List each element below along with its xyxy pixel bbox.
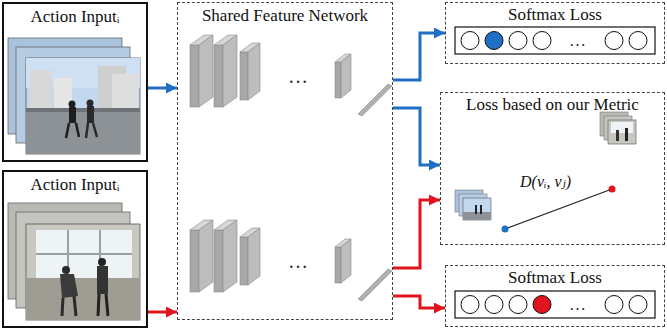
softmax-units-top-part: [509, 32, 527, 50]
metric-embedding: [455, 112, 636, 233]
softmax-units-bottom-part: [533, 296, 551, 314]
conv-layers-top-part: [341, 54, 351, 98]
video-frames-indoor-part: [98, 258, 106, 266]
video-frames-indoor-part: [60, 274, 78, 298]
video-frames-outdoor-part: [87, 100, 94, 107]
loss-box: Softmax Loss: [445, 2, 665, 64]
distance-label: D(vᵢ, vⱼ): [517, 173, 574, 191]
box-title: Shared Feature Network: [202, 3, 368, 26]
video-frames-outdoor: [8, 38, 140, 154]
box-title: Loss based on our Metric: [466, 93, 639, 115]
box-title: Softmax Loss: [508, 266, 602, 288]
conv-layers-top-part: [248, 43, 260, 100]
loss-box: Softmax Loss: [445, 265, 665, 327]
video-frames-outdoor-part: [87, 106, 94, 123]
network-group: Shared Feature Network: [177, 2, 393, 320]
metric-embedding-part: [608, 120, 636, 144]
input-box: Action Inputᵢ: [2, 2, 148, 162]
conv-layers-bottom-part: [248, 228, 260, 285]
video-frames-indoor: [8, 203, 140, 320]
metric-embedding-part: [505, 189, 612, 229]
video-frames-indoor-part: [26, 278, 140, 320]
softmax-units-bottom: [455, 291, 655, 318]
video-frames-outdoor-part: [30, 70, 52, 110]
conv-layers-top-part: [358, 84, 392, 116]
metric-embedding-part: [463, 198, 491, 220]
conv-layers-top-part: [214, 45, 223, 107]
flow-arrow: [148, 311, 177, 314]
softmax-units-top-part: [455, 27, 655, 54]
video-frames-outdoor-part: [26, 110, 140, 154]
video-frames-outdoor-part: [26, 108, 140, 112]
video-frames-outdoor-part: [69, 101, 76, 108]
conv-layers-top-part: [223, 35, 237, 107]
metric-embedding-part: [502, 226, 509, 233]
conv-layers-bottom-part: [199, 220, 213, 292]
softmax-units-bottom-part: [455, 291, 655, 318]
conv-layers-top: [190, 35, 392, 116]
conv-layers-bottom-part: [341, 239, 351, 283]
conv-layers-top-part: [190, 45, 199, 107]
video-frames-outdoor-part: [66, 123, 79, 138]
ellipsis: …: [288, 66, 308, 86]
conv-layers-bottom-part: [190, 230, 199, 292]
softmax-units-top-part: [485, 32, 503, 50]
conv-layers-top-part: [335, 62, 341, 98]
video-frames-outdoor-part: [69, 107, 76, 123]
metric-embedding-part: [611, 122, 633, 133]
ellipsis: …: [569, 296, 586, 313]
softmax-units-bottom-part: [509, 296, 527, 314]
softmax-units-top-part: [629, 32, 647, 50]
metric-embedding-part: [625, 128, 628, 141]
softmax-units-top-part: [461, 32, 479, 50]
conv-layers-top-part: [240, 52, 248, 100]
conv-layers-bottom-part: [240, 237, 248, 285]
flow-arrow: [393, 108, 440, 165]
flow-arrow: [393, 296, 445, 308]
conv-layers-bottom-part: [214, 230, 223, 292]
loss-box: Loss based on our MetricD(vᵢ, vⱼ): [440, 92, 665, 245]
video-frames-indoor-part: [26, 224, 140, 320]
conv-layers-bottom: [190, 220, 392, 301]
metric-embedding-part: [609, 186, 616, 193]
softmax-units-bottom-part: [461, 296, 479, 314]
flow-arrow: [148, 87, 177, 90]
softmax-units-bottom-part: [629, 296, 647, 314]
softmax-units-bottom-part: [485, 296, 503, 314]
flow-arrow: [393, 200, 440, 268]
metric-embedding-part: [480, 205, 482, 214]
video-frames-indoor-part: [62, 296, 76, 316]
box-title: Action Inputᵢ: [30, 172, 119, 195]
box-title: Softmax Loss: [508, 3, 602, 25]
softmax-units-top-part: [605, 32, 623, 50]
video-frames-indoor-part: [36, 230, 132, 278]
metric-embedding-part: [616, 130, 619, 141]
video-frames-indoor-part: [62, 266, 70, 274]
video-frames-outdoor-part: [86, 123, 97, 138]
conv-layers-bottom-part: [223, 220, 237, 292]
video-frames-indoor-part: [98, 294, 108, 316]
softmax-units-bottom-part: [605, 296, 623, 314]
conv-layers-top-part: [199, 35, 213, 107]
metric-embedding-part: [475, 205, 477, 214]
flow-arrow: [393, 33, 445, 80]
conv-layers-bottom-part: [335, 247, 341, 283]
ellipsis: …: [569, 32, 586, 49]
video-frames-outdoor-part: [112, 74, 138, 110]
ellipsis: …: [288, 251, 308, 271]
video-frames-indoor-part: [97, 266, 108, 294]
video-frames-indoor-part: [36, 230, 132, 278]
softmax-units-top: [455, 27, 655, 54]
box-title: Action Inputᵢ: [30, 4, 119, 27]
video-frames-outdoor-part: [26, 58, 140, 154]
conv-layers-bottom-part: [358, 269, 392, 301]
input-box: Action Inputᵢ: [2, 170, 148, 328]
softmax-units-top-part: [533, 32, 551, 50]
